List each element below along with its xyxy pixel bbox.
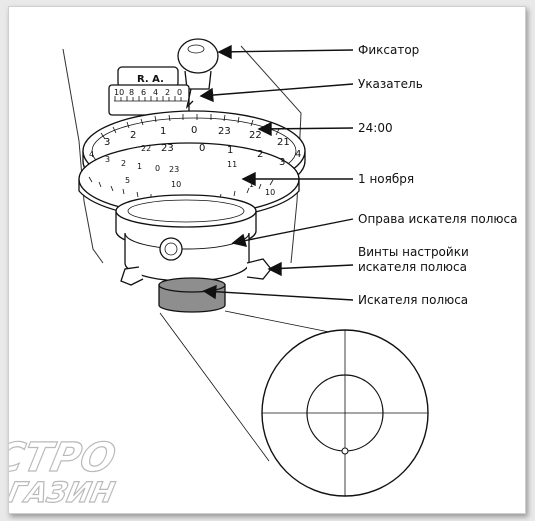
ra-plate-label: R. A.: [137, 74, 164, 85]
mid-ring-label-9: 1: [227, 145, 233, 156]
polar-finder-diagram: Фиксатор Указатель 24:00 1 ноября Оправа…: [9, 38, 518, 510]
mid-ring-label-4: 0: [155, 164, 160, 173]
vernier-label-1: 8: [129, 88, 134, 97]
mid-ring-label-8: 0: [199, 143, 205, 154]
label-screws-line2: искателя полюса: [358, 260, 467, 274]
polar-finder-housing: [115, 194, 257, 282]
mid-ring-label-1: 3: [105, 155, 110, 164]
label-finder: Искателя полюса: [358, 293, 468, 307]
small-ring-label-3: 10: [265, 188, 275, 197]
vernier-label-5: 0: [177, 88, 182, 97]
zoom-line-left: [159, 312, 270, 462]
mid-ring-label-12: 3: [279, 157, 285, 168]
lock-knob: [177, 38, 219, 90]
mid-ring-label-7: 23: [161, 143, 174, 154]
reticle-view: [261, 329, 429, 497]
label-pointer: Указатель: [358, 77, 423, 91]
mid-ring-label-6: 22: [141, 144, 151, 153]
adjust-screw-right: [246, 258, 272, 280]
vernier-label-4: 2: [165, 88, 170, 97]
label-screws-line1: Винты настройки: [358, 245, 469, 259]
small-ring-label-1: 5: [125, 176, 130, 185]
vernier-label-0: 10: [114, 88, 124, 97]
small-ring-label-2: 1: [249, 180, 254, 189]
mid-ring-label-3: 1: [137, 162, 142, 171]
top-ring-label-2: 1: [160, 126, 166, 137]
mid-ring-label-5: 23: [169, 165, 179, 174]
adjust-screw-left: [120, 266, 144, 286]
pointer-mark: [185, 88, 194, 110]
mid-ring-label-2: 2: [121, 159, 126, 168]
mid-ring-label-11: 2: [257, 149, 263, 160]
top-ring-label-1: 2: [130, 130, 136, 141]
small-ring-label-0: 10: [171, 180, 181, 189]
ra-plate: [108, 66, 190, 116]
label-time: 24:00: [358, 121, 393, 135]
top-ring-label-5: 22: [249, 130, 262, 141]
label-housing: Оправа искателя полюса: [358, 212, 518, 226]
watermark-line2: МАГАЗИН: [9, 476, 118, 509]
zoom-line-right: [224, 310, 345, 336]
top-ring-label-6: 21: [277, 137, 290, 148]
label-date: 1 ноября: [358, 172, 414, 186]
callout-arrows: [199, 44, 354, 301]
mount-outline-left: [62, 48, 104, 264]
top-ring-label-0: 3: [104, 137, 110, 148]
top-ring-label-3: 0: [191, 125, 197, 136]
top-ring-label-4: 23: [218, 126, 231, 137]
vernier-label-3: 4: [153, 88, 158, 97]
mid-ring-label-10: 11: [227, 160, 237, 169]
vernier-label-2: 6: [141, 88, 146, 97]
diagram-frame: Фиксатор Указатель 24:00 1 ноября Оправа…: [8, 6, 526, 514]
watermark-line1: АСТРО: [9, 433, 120, 480]
mid-ring-label-13: 4: [295, 149, 301, 160]
label-lock: Фиксатор: [358, 43, 419, 57]
mid-ring-label-0: 4: [89, 150, 94, 159]
